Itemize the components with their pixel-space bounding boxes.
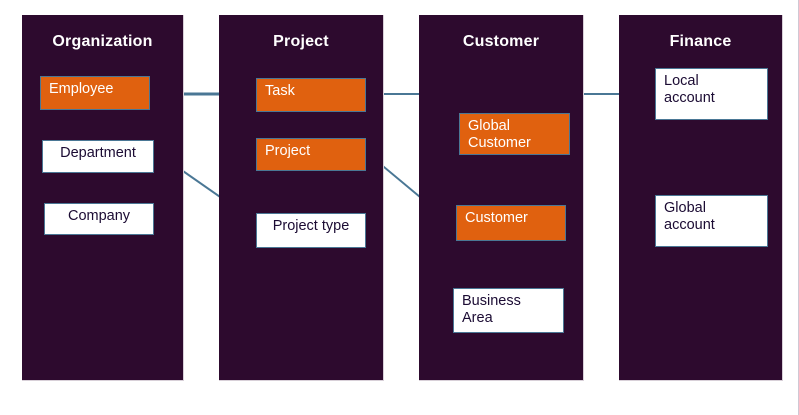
node-department[interactable]: Department: [42, 140, 154, 173]
node-company[interactable]: Company: [44, 203, 154, 235]
panel-title-customer: Customer: [462, 33, 540, 50]
node-task[interactable]: Task: [256, 78, 366, 112]
node-project-type[interactable]: Project type: [256, 213, 366, 248]
node-employee[interactable]: Employee: [40, 76, 150, 110]
panel-organization: Organization: [22, 15, 184, 381]
node-project[interactable]: Project: [256, 138, 366, 171]
node-local-account[interactable]: Local account: [655, 68, 768, 120]
node-business-area[interactable]: Business Area: [453, 288, 564, 333]
panel-title-organization: Organization: [52, 33, 153, 50]
node-global-account[interactable]: Global account: [655, 195, 768, 247]
panel-title-project: Project: [273, 33, 329, 50]
panel-title-finance: Finance: [669, 33, 732, 50]
node-global-customer[interactable]: Global Customer: [459, 113, 570, 155]
panel-project: Project: [219, 15, 384, 381]
node-customer[interactable]: Customer: [456, 205, 566, 241]
